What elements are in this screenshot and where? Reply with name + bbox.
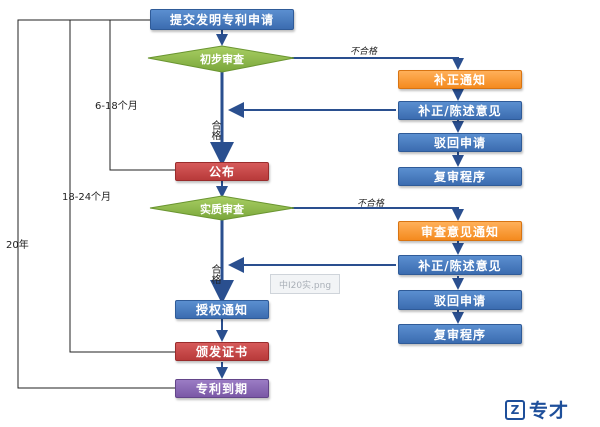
correction-statement-box-1: 补正/陈述意见: [398, 101, 522, 120]
fail-label-1: 不合格: [350, 47, 378, 57]
branch-prelim: [228, 57, 464, 167]
time-brackets: [17, 19, 175, 389]
reexamination-box-2: 复审程序: [398, 324, 522, 344]
pass-label-1: 合格: [209, 120, 220, 140]
pass-label-2: 合格: [209, 264, 220, 284]
submit-application-box: 提交发明专利申请: [150, 9, 294, 30]
grant-notice-box: 授权通知: [175, 300, 269, 319]
reject-application-box-1: 驳回申请: [398, 133, 522, 152]
fail-label-2: 不合格: [357, 199, 385, 209]
substantive-exam-label: 实质审查: [200, 203, 244, 216]
prelim-exam-diamond: [147, 45, 295, 73]
publish-box: 公布: [175, 162, 269, 181]
issue-certificate-box: 颁发证书: [175, 342, 269, 361]
reject-application-box-2: 驳回申请: [398, 290, 522, 310]
prelim-exam-label: 初步审查: [200, 53, 244, 66]
branch-substantive: [228, 207, 464, 324]
duration-18-24-months: 18-24个月: [62, 192, 112, 203]
brand-logo: Z 专才: [505, 396, 569, 423]
duration-20-years: 20年: [6, 240, 29, 251]
logo-icon: Z: [505, 399, 525, 420]
substantive-exam-diamond: [149, 195, 295, 221]
correction-notice-box: 补正通知: [398, 70, 522, 89]
reexamination-box-1: 复审程序: [398, 167, 522, 186]
correction-statement-box-2: 补正/陈述意见: [398, 255, 522, 275]
logo-text: 专才: [529, 400, 570, 422]
exam-opinion-notice-box: 审查意见通知: [398, 221, 522, 241]
duration-6-18-months: 6-18个月: [95, 101, 138, 112]
image-filename-watermark: 中I20实.png: [270, 274, 340, 294]
patent-expiry-box: 专利到期: [175, 379, 269, 398]
